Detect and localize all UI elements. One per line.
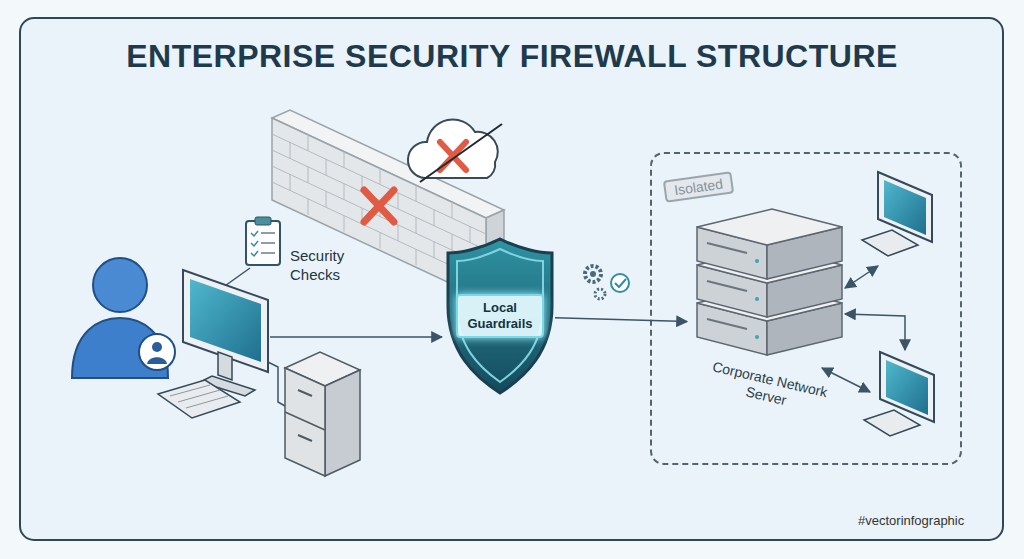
tower-cabinet (285, 412, 325, 430)
tower-cabinet (325, 370, 360, 476)
server-node: Corporate Network Server (687, 199, 852, 449)
node-text: Security Checks (290, 246, 364, 284)
brick-wall (308, 199, 309, 215)
brick-wall (326, 191, 327, 207)
node-text: Corporate Network Server (707, 358, 830, 418)
brick-wall (416, 185, 417, 201)
blocked-cloud (420, 124, 502, 182)
workstation-monitor (190, 279, 261, 362)
security-check: Security Checks (240, 215, 365, 287)
gear-check (590, 271, 596, 277)
brick-wall (380, 232, 381, 248)
brick-wall (290, 142, 291, 158)
user-icon (139, 334, 175, 370)
brick-wall (416, 217, 417, 233)
tower-cabinet (298, 390, 312, 396)
gear-check (611, 274, 629, 292)
node-shape (240, 215, 286, 269)
blocked-cloud (408, 119, 498, 178)
cable (268, 362, 285, 406)
keyboard (158, 380, 240, 418)
tower-cabinet (298, 435, 312, 441)
node-text: Local Guardrails (456, 294, 544, 338)
brick-wall (434, 210, 435, 226)
brick-wall (326, 159, 327, 175)
brick-wall (364, 190, 394, 222)
workstation-monitor (183, 270, 268, 396)
brick-wall (364, 190, 394, 222)
diagram-title: ENTERPRISE SECURITY FIREWALL STRUCTURE (0, 38, 1024, 75)
brick-wall (344, 152, 345, 168)
gear-check (585, 266, 601, 282)
user-icon (152, 342, 162, 352)
user-icon (72, 258, 175, 378)
brick-wall (416, 249, 417, 265)
client-monitor (886, 360, 928, 415)
client-monitor (864, 410, 920, 436)
brick-wall (398, 225, 399, 241)
user-icon (93, 258, 147, 312)
tower-cabinet (285, 352, 360, 476)
keyboard (186, 396, 228, 408)
blocked-cloud (408, 119, 502, 182)
gear-check (615, 279, 626, 287)
isolated-zone: Corporate Network Server Isolated (650, 152, 962, 465)
brick-wall (308, 167, 309, 183)
link-arrow (822, 368, 870, 392)
brick-wall (290, 174, 291, 190)
watermark: #vectorinfographic (858, 513, 964, 528)
client-monitor (862, 230, 918, 256)
frame (20, 18, 1003, 540)
gear-check (595, 289, 605, 299)
user-icon (147, 357, 167, 364)
brick-wall (380, 168, 381, 184)
gear-check (585, 266, 629, 299)
brick-wall (344, 216, 345, 232)
brick-wall (434, 242, 435, 258)
brick-wall (344, 184, 345, 200)
brick-wall (308, 135, 309, 151)
node-text: Isolated (663, 171, 734, 202)
workstation-monitor (218, 352, 232, 380)
brick-wall (398, 193, 399, 209)
client-monitor (884, 180, 926, 235)
node-shape (687, 199, 852, 369)
brick-wall (470, 226, 471, 242)
guardrail-shield: Local Guardrails (445, 236, 555, 396)
client-monitor (864, 352, 934, 436)
link-arrow (845, 266, 878, 288)
keyboard (158, 380, 240, 418)
flow-arrow (270, 336, 442, 338)
brick-wall (452, 234, 453, 250)
flow-connector (555, 318, 687, 322)
brick-wall (452, 202, 453, 218)
link-arrow (845, 314, 905, 350)
client-monitor (862, 172, 932, 256)
tower-cabinet (285, 368, 325, 476)
